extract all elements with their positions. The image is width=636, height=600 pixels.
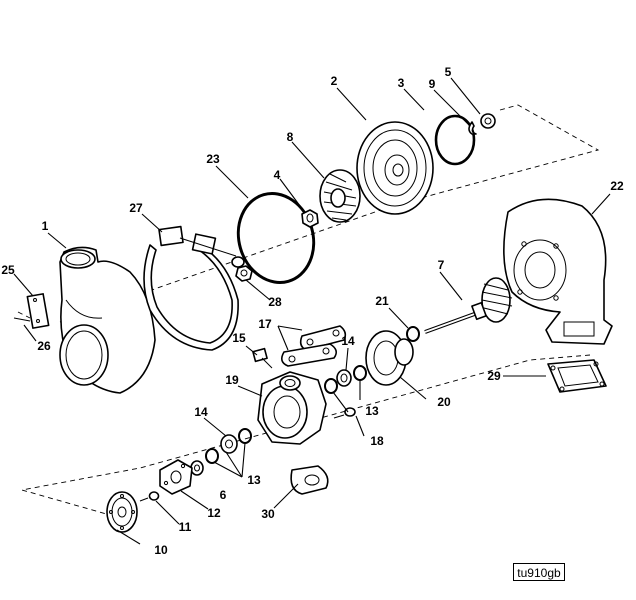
data-plate [13, 293, 50, 329]
journal-bearing-upper [324, 365, 367, 394]
callout-13-upper: 13 [365, 404, 379, 418]
seal-bushing [480, 113, 496, 129]
callout-3: 3 [398, 76, 405, 90]
leader-lines [13, 77, 611, 545]
callout-13-lower: 13 [247, 473, 261, 487]
callout-12: 12 [207, 506, 221, 520]
callout-21: 21 [375, 294, 389, 308]
callout-30: 30 [261, 507, 275, 521]
heat-shield [365, 330, 414, 386]
turbine-shaft-wheel [424, 277, 513, 334]
backplate [356, 121, 434, 215]
callout-9: 9 [429, 77, 436, 91]
callout-14-lower: 14 [194, 405, 208, 419]
callout-5: 5 [445, 65, 452, 79]
callout-15: 15 [232, 331, 246, 345]
shaft-seal-ring [406, 326, 420, 342]
seal-plate [106, 491, 138, 533]
callout-25: 25 [1, 263, 15, 277]
callout-1: 1 [42, 219, 49, 233]
o-ring-large [236, 192, 316, 284]
callout-14-upper: 14 [341, 334, 355, 348]
callout-28: 28 [268, 295, 282, 309]
figure-id-box: tu910gb [513, 563, 565, 581]
turbine-gasket [547, 359, 607, 393]
callout-26: 26 [37, 339, 51, 353]
callout-4: 4 [274, 168, 281, 182]
clamp-nut [235, 265, 253, 282]
assembly-centerlines [17, 104, 600, 516]
impeller-nut [301, 209, 319, 228]
turbine-housing [503, 198, 613, 345]
callout-23: 23 [206, 152, 220, 166]
thrust-collar [190, 460, 204, 476]
callout-20: 20 [437, 395, 451, 409]
callout-6: 6 [220, 488, 227, 502]
callout-22: 22 [610, 179, 624, 193]
callout-29: 29 [487, 369, 501, 383]
callout-18: 18 [370, 434, 384, 448]
callout-8: 8 [287, 130, 294, 144]
callout-labels: 1 2 3 4 5 6 7 8 9 10 11 12 13 13 14 14 1… [1, 65, 624, 557]
callout-19: 19 [225, 373, 239, 387]
callout-10: 10 [154, 543, 168, 557]
bearing-housing [257, 371, 327, 445]
oil-drain-gasket [290, 465, 329, 495]
journal-bearing-lower [205, 428, 252, 464]
callout-7: 7 [438, 258, 445, 272]
callout-2: 2 [331, 74, 338, 88]
cover-screw [139, 491, 160, 502]
callout-17: 17 [258, 317, 272, 331]
housing-screw [333, 407, 356, 419]
compressor-housing [59, 246, 156, 394]
thrust-plates [280, 325, 347, 367]
v-band-clamp [143, 225, 245, 351]
compressor-impeller [319, 169, 361, 223]
thrust-bearing [159, 459, 193, 495]
bearing-bolt [252, 347, 273, 369]
backplate-seal-ring [434, 114, 476, 166]
snap-ring [468, 121, 477, 135]
callout-27: 27 [129, 201, 143, 215]
callout-11: 11 [179, 520, 192, 534]
